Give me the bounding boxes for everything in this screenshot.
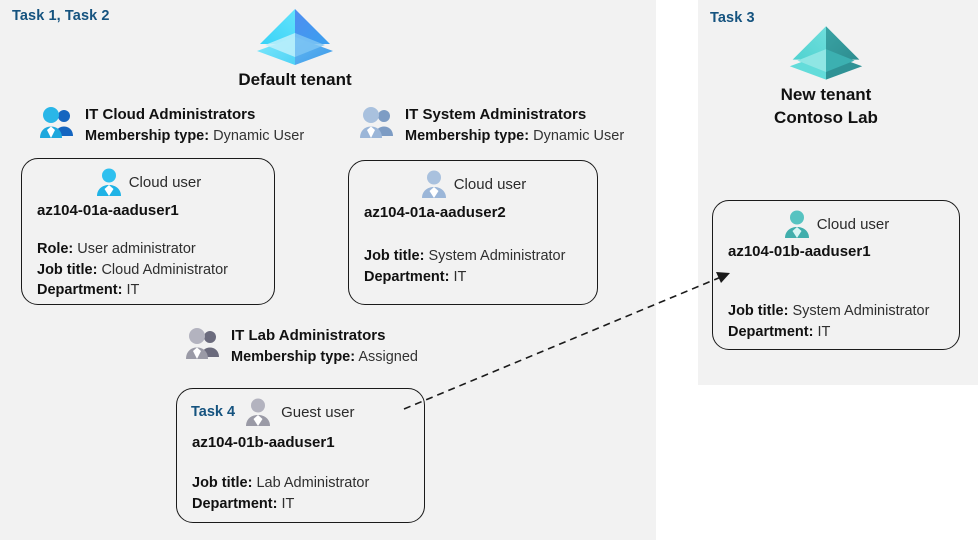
group-header-it-system-administrators: IT System Administrators Membership type…	[358, 106, 624, 145]
card-user-head: Cloud user	[713, 209, 959, 239]
attr-label: Department:	[192, 495, 278, 512]
attr-value: IT	[126, 282, 140, 299]
attr-value: System Administrator	[428, 248, 566, 264]
card-attr-row: Job title: System Administrator	[364, 246, 565, 267]
cloud-user-icon	[95, 167, 123, 197]
group-header-it-lab-administrators: IT Lab Administrators Membership type: A…	[184, 327, 418, 366]
card-attr-row: Job title: Cloud Administrator	[37, 260, 228, 281]
group-users-icon	[38, 106, 78, 140]
attr-label: Department:	[364, 268, 450, 285]
user-card-az104-01a-aaduser1[interactable]: Cloud user az104-01a-aaduser1 Role: User…	[21, 158, 275, 305]
attr-value: System Administrator	[792, 303, 930, 319]
default-tenant-block: Default tenant	[215, 3, 375, 92]
guest-user-icon	[244, 397, 272, 427]
attr-value: Cloud Administrator	[101, 261, 228, 278]
task-label-left: Task 1, Task 2	[12, 8, 110, 24]
group-membership: Membership type: Dynamic User	[85, 127, 304, 145]
card-attr-row: Department: IT	[192, 494, 369, 515]
card-attributes: Job title: Lab Administrator Department:…	[192, 473, 369, 514]
card-attr-row: Role: User administrator	[37, 239, 228, 260]
card-attr-row: Department: IT	[364, 267, 565, 288]
group-users-icon	[184, 327, 224, 361]
card-attributes: Role: User administrator Job title: Clou…	[37, 239, 228, 301]
task-label-right: Task 3	[710, 10, 755, 26]
user-card-az104-01b-aaduser1-guest[interactable]: Task 4 Guest user az104-01b-aaduser1 Job…	[176, 388, 425, 523]
attr-label: Role:	[37, 241, 74, 257]
attr-value: IT	[453, 268, 467, 285]
card-user-head: Task 4 Guest user	[177, 397, 424, 427]
group-membership-label: Membership type:	[405, 127, 530, 144]
azure-ad-tenant-icon	[215, 3, 375, 69]
group-membership-value: Assigned	[358, 348, 418, 365]
card-user-type: Cloud user	[816, 215, 890, 233]
group-membership-value: Dynamic User	[213, 127, 305, 144]
group-users-icon	[358, 106, 398, 140]
user-card-az104-01b-aaduser1-new-tenant[interactable]: Cloud user az104-01b-aaduser1 Job title:…	[712, 200, 960, 350]
default-tenant-name: Default tenant	[238, 70, 352, 89]
group-membership: Membership type: Assigned	[231, 348, 418, 366]
new-tenant-block: New tenant Contoso Lab	[746, 20, 906, 130]
card-upn: az104-01a-aaduser1	[37, 202, 179, 219]
group-title: IT Cloud Administrators	[85, 106, 256, 123]
card-user-type: Cloud user	[453, 175, 527, 193]
user-card-az104-01a-aaduser2[interactable]: Cloud user az104-01a-aaduser2 Job title:…	[348, 160, 598, 305]
card-attributes: Job title: System Administrator Departme…	[364, 246, 565, 287]
group-header-it-cloud-administrators: IT Cloud Administrators Membership type:…	[38, 106, 304, 145]
attr-label: Job title:	[364, 248, 425, 264]
card-upn: az104-01b-aaduser1	[192, 434, 335, 451]
card-upn: az104-01a-aaduser2	[364, 204, 506, 221]
group-title: IT Lab Administrators	[231, 327, 386, 344]
card-user-head: Cloud user	[349, 169, 597, 199]
group-membership: Membership type: Dynamic User	[405, 127, 624, 145]
card-attr-row: Job title: System Administrator	[728, 301, 929, 322]
attr-value: User administrator	[77, 241, 196, 257]
attr-value: Lab Administrator	[256, 475, 370, 491]
new-tenant-name-line1: New tenant	[780, 85, 872, 104]
card-attr-row: Department: IT	[728, 322, 929, 343]
default-tenant-panel	[0, 0, 656, 540]
attr-value: IT	[281, 495, 295, 512]
card-task-tag: Task 4	[191, 404, 236, 420]
group-title: IT System Administrators	[405, 106, 587, 123]
attr-label: Department:	[728, 323, 814, 340]
attr-value: IT	[817, 323, 831, 340]
card-attr-row: Department: IT	[37, 280, 228, 301]
card-user-type: Cloud user	[128, 173, 202, 191]
card-user-type: Guest user	[281, 403, 355, 421]
card-attr-row: Job title: Lab Administrator	[192, 473, 369, 494]
azure-ad-tenant-icon	[746, 20, 906, 84]
attr-label: Job title:	[728, 303, 789, 319]
card-attributes: Job title: System Administrator Departme…	[728, 301, 929, 342]
attr-label: Job title:	[37, 261, 98, 278]
group-membership-label: Membership type:	[231, 348, 356, 365]
group-membership-value: Dynamic User	[533, 127, 625, 144]
cloud-user-icon	[420, 169, 448, 199]
group-membership-label: Membership type:	[85, 127, 210, 144]
card-upn: az104-01b-aaduser1	[728, 243, 871, 260]
attr-label: Job title:	[192, 475, 253, 491]
attr-label: Department:	[37, 282, 123, 299]
card-user-head: Cloud user	[22, 167, 274, 197]
cloud-user-icon	[783, 209, 811, 239]
new-tenant-name-line2: Contoso Lab	[774, 107, 878, 127]
